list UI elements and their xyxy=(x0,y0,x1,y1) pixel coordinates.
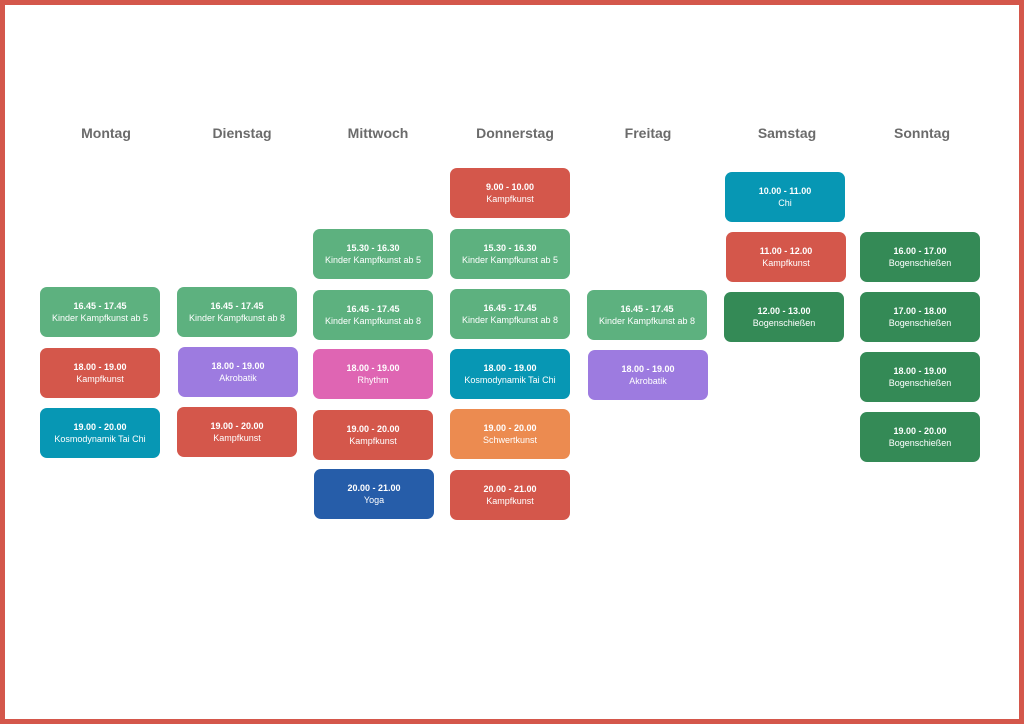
class-name: Kosmodynamik Tai Chi xyxy=(464,375,556,385)
class-time: 19.00 - 20.00 xyxy=(483,423,537,433)
class-time: 11.00 - 12.00 xyxy=(759,246,813,256)
class-name: Bogenschießen xyxy=(888,378,952,388)
class-card-mittwoch-2[interactable]: 16.45 - 17.45 Kinder Kampfkunst ab 8 xyxy=(313,290,433,340)
class-time: 20.00 - 21.00 xyxy=(483,484,537,494)
class-name: Kampfkunst xyxy=(762,258,810,268)
class-time: 15.30 - 16.30 xyxy=(346,243,400,253)
day-header-donnerstag: Donnerstag xyxy=(476,125,554,141)
class-card-donnerstag-3[interactable]: 16.45 - 17.45 Kinder Kampfkunst ab 8 xyxy=(450,289,570,339)
class-time: 10.00 - 11.00 xyxy=(758,186,812,196)
class-card-donnerstag-5[interactable]: 19.00 - 20.00 Schwertkunst xyxy=(450,409,570,459)
class-card-samstag-1[interactable]: 10.00 - 11.00 Chi xyxy=(725,172,845,222)
class-time: 9.00 - 10.00 xyxy=(485,182,535,192)
day-header-mittwoch: Mittwoch xyxy=(347,125,409,141)
class-name: Kampfkunst xyxy=(486,194,534,204)
class-name: Kampfkunst xyxy=(213,433,261,443)
class-time: 16.45 - 17.45 xyxy=(346,304,400,314)
class-card-dienstag-2[interactable]: 18.00 - 19.00 Akrobatik xyxy=(178,347,298,397)
class-card-montag-2[interactable]: 18.00 - 19.00 Kampfkunst xyxy=(40,348,160,398)
class-card-mittwoch-5[interactable]: 20.00 - 21.00 Yoga xyxy=(314,469,434,519)
class-name: Kinder Kampfkunst ab 5 xyxy=(461,255,559,265)
class-name: Akrobatik xyxy=(219,373,257,383)
class-card-montag-3[interactable]: 19.00 - 20.00 Kosmodynamik Tai Chi xyxy=(40,408,160,458)
class-name: Schwertkunst xyxy=(482,435,538,445)
class-card-sonntag-2[interactable]: 17.00 - 18.00 Bogenschießen xyxy=(860,292,980,342)
class-name: Kinder Kampfkunst ab 8 xyxy=(461,315,559,325)
class-card-donnerstag-1[interactable]: 9.00 - 10.00 Kampfkunst xyxy=(450,168,570,218)
class-time: 18.00 - 19.00 xyxy=(621,364,675,374)
class-time: 16.45 - 17.45 xyxy=(73,301,127,311)
class-name: Rhythm xyxy=(357,375,389,385)
class-time: 19.00 - 20.00 xyxy=(346,424,400,434)
class-time: 16.45 - 17.45 xyxy=(620,304,674,314)
class-card-sonntag-4[interactable]: 19.00 - 20.00 Bogenschießen xyxy=(860,412,980,462)
class-name: Kinder Kampfkunst ab 8 xyxy=(598,316,696,326)
class-name: Bogenschießen xyxy=(888,318,952,328)
class-name: Bogenschießen xyxy=(888,438,952,448)
class-card-mittwoch-4[interactable]: 19.00 - 20.00 Kampfkunst xyxy=(313,410,433,460)
class-card-dienstag-3[interactable]: 19.00 - 20.00 Kampfkunst xyxy=(177,407,297,457)
class-time: 16.00 - 17.00 xyxy=(893,246,947,256)
class-name: Kinder Kampfkunst ab 5 xyxy=(51,313,149,323)
class-name: Bogenschießen xyxy=(752,318,816,328)
class-name: Kampfkunst xyxy=(76,374,124,384)
class-name: Chi xyxy=(778,198,792,208)
class-card-donnerstag-2[interactable]: 15.30 - 16.30 Kinder Kampfkunst ab 5 xyxy=(450,229,570,279)
day-header-samstag: Samstag xyxy=(757,125,817,141)
day-header-dienstag: Dienstag xyxy=(212,125,272,141)
class-time: 19.00 - 20.00 xyxy=(73,422,127,432)
class-time: 16.45 - 17.45 xyxy=(483,303,537,313)
class-time: 18.00 - 19.00 xyxy=(211,361,265,371)
class-card-donnerstag-4[interactable]: 18.00 - 19.00 Kosmodynamik Tai Chi xyxy=(450,349,570,399)
class-card-samstag-3[interactable]: 12.00 - 13.00 Bogenschießen xyxy=(724,292,844,342)
class-time: 15.30 - 16.30 xyxy=(483,243,537,253)
class-card-freitag-2[interactable]: 18.00 - 19.00 Akrobatik xyxy=(588,350,708,400)
class-name: Akrobatik xyxy=(629,376,667,386)
class-card-sonntag-1[interactable]: 16.00 - 17.00 Bogenschießen xyxy=(860,232,980,282)
class-card-donnerstag-6[interactable]: 20.00 - 21.00 Kampfkunst xyxy=(450,470,570,520)
class-card-sonntag-3[interactable]: 18.00 - 19.00 Bogenschießen xyxy=(860,352,980,402)
class-card-mittwoch-1[interactable]: 15.30 - 16.30 Kinder Kampfkunst ab 5 xyxy=(313,229,433,279)
class-time: 18.00 - 19.00 xyxy=(893,366,947,376)
class-time: 12.00 - 13.00 xyxy=(757,306,811,316)
class-name: Kinder Kampfkunst ab 5 xyxy=(324,255,422,265)
class-card-samstag-2[interactable]: 11.00 - 12.00 Kampfkunst xyxy=(726,232,846,282)
class-name: Kampfkunst xyxy=(486,496,534,506)
class-name: Kinder Kampfkunst ab 8 xyxy=(188,313,286,323)
class-name: Yoga xyxy=(363,495,385,505)
day-header-montag: Montag xyxy=(81,125,131,141)
day-header-freitag: Freitag xyxy=(624,125,672,141)
class-time: 18.00 - 19.00 xyxy=(483,363,537,373)
class-card-mittwoch-3[interactable]: 18.00 - 19.00 Rhythm xyxy=(313,349,433,399)
class-time: 18.00 - 19.00 xyxy=(73,362,127,372)
class-name: Bogenschießen xyxy=(888,258,952,268)
class-name: Kinder Kampfkunst ab 8 xyxy=(324,316,422,326)
class-time: 20.00 - 21.00 xyxy=(347,483,401,493)
class-name: Kosmodynamik Tai Chi xyxy=(54,434,146,444)
class-time: 16.45 - 17.45 xyxy=(210,301,264,311)
class-card-dienstag-1[interactable]: 16.45 - 17.45 Kinder Kampfkunst ab 8 xyxy=(177,287,297,337)
class-time: 19.00 - 20.00 xyxy=(210,421,264,431)
class-time: 17.00 - 18.00 xyxy=(893,306,947,316)
class-time: 19.00 - 20.00 xyxy=(893,426,947,436)
class-name: Kampfkunst xyxy=(349,436,397,446)
class-card-montag-1[interactable]: 16.45 - 17.45 Kinder Kampfkunst ab 5 xyxy=(40,287,160,337)
class-card-freitag-1[interactable]: 16.45 - 17.45 Kinder Kampfkunst ab 8 xyxy=(587,290,707,340)
class-time: 18.00 - 19.00 xyxy=(346,363,400,373)
day-header-sonntag: Sonntag xyxy=(894,125,950,141)
